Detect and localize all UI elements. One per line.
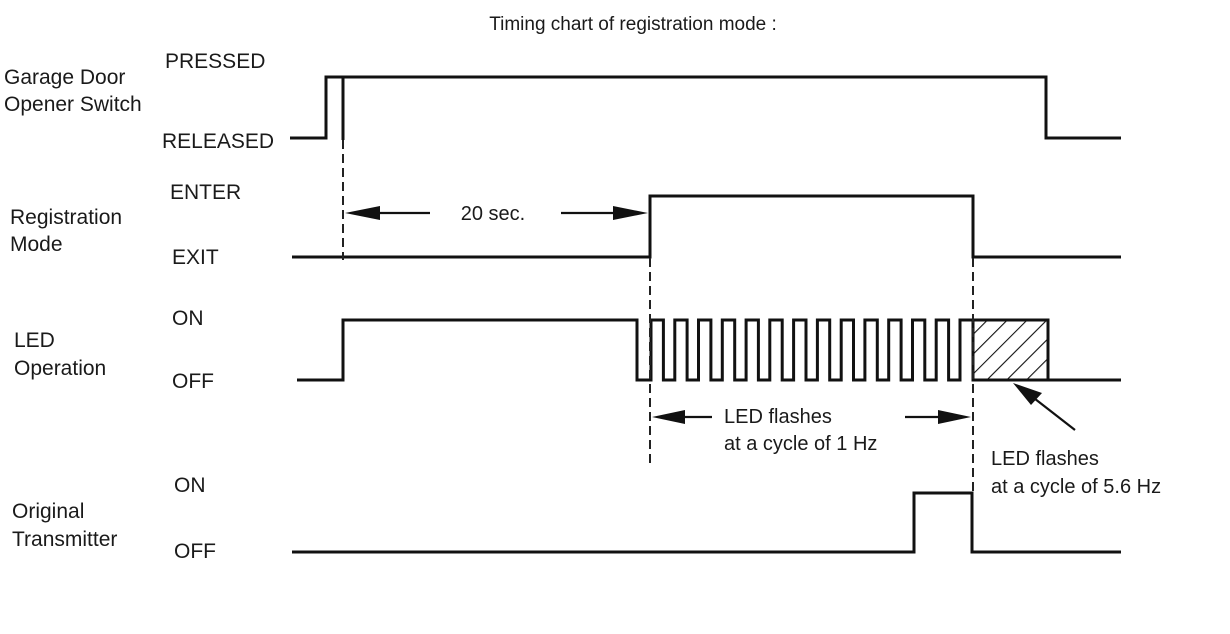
signal-original-transmitter: Original Transmitter ON OFF: [12, 474, 1121, 563]
arrow-right-icon: [938, 410, 971, 424]
waveform-original-transmitter: [292, 491, 1121, 554]
signal-led-operation: LED Operation ON OFF: [14, 307, 1121, 393]
pointer-arrow-icon: [1013, 383, 1042, 405]
level-label-pressed: PRESSED: [165, 50, 265, 73]
arrow-left-icon: [652, 410, 685, 424]
waveform-led-operation: [297, 318, 973, 382]
waveform-registration-mode: [292, 194, 1121, 259]
delay-annotation: 20 sec.: [342, 140, 648, 260]
signal-name-line-2: Opener Switch: [4, 93, 142, 116]
chart-title: Timing chart of registration mode :: [489, 14, 777, 35]
fast-flash-hatched-region: [971, 318, 1050, 382]
fast-flash-pointer-line: [1029, 394, 1076, 431]
signal-name-line-1: Original: [12, 500, 84, 523]
signal-registration-mode: Registration Mode ENTER EXIT: [10, 181, 1121, 269]
level-label-exit: EXIT: [172, 246, 219, 269]
signal-name-line-1: Registration: [10, 206, 122, 229]
level-label-off: OFF: [172, 370, 214, 393]
signal-name-line-2: Operation: [14, 357, 106, 380]
arrow-right-icon: [613, 206, 648, 220]
slow-flash-label-line-1: LED flashes: [724, 406, 832, 428]
level-label-released: RELEASED: [162, 130, 274, 153]
level-label-enter: ENTER: [170, 181, 241, 204]
level-label-on: ON: [172, 307, 204, 330]
delay-label: 20 sec.: [461, 203, 525, 225]
level-label-off: OFF: [174, 540, 216, 563]
slow-flash-label-line-2: at a cycle of 1 Hz: [724, 433, 877, 455]
fast-flash-annotation: LED flashes at a cycle of 5.6 Hz: [991, 383, 1161, 498]
signal-name-line-2: Mode: [10, 233, 63, 256]
slow-flash-annotation: LED flashes at a cycle of 1 Hz: [652, 406, 971, 455]
signal-name-line-1: Garage Door: [4, 66, 125, 89]
arrow-left-icon: [345, 206, 380, 220]
level-label-on: ON: [174, 474, 206, 497]
waveform-garage-switch: [290, 75, 1121, 140]
fast-flash-label-line-1: LED flashes: [991, 448, 1099, 470]
signal-name-line-2: Transmitter: [12, 528, 117, 551]
fast-flash-label-line-2: at a cycle of 5.6 Hz: [991, 476, 1161, 498]
signal-garage-door-opener-switch: Garage Door Opener Switch PRESSED RELEAS…: [4, 50, 1121, 153]
signal-name-line-1: LED: [14, 329, 55, 352]
